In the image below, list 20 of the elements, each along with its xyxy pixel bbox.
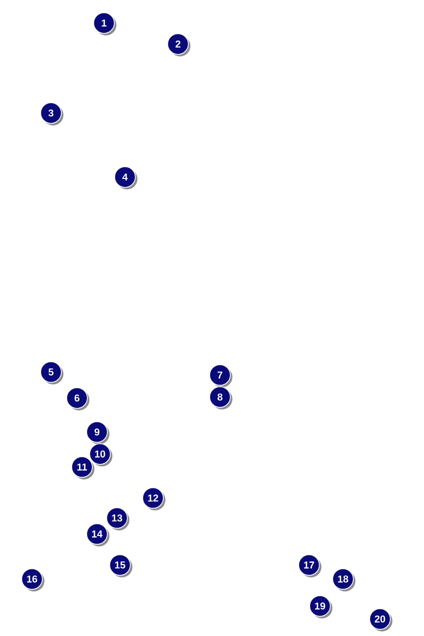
callout-number: 17 bbox=[298, 554, 322, 578]
callout-number: 5 bbox=[40, 361, 64, 384]
callout-number: 12 bbox=[142, 487, 166, 510]
callout-number: 1 bbox=[93, 12, 116, 36]
callout-number: 15 bbox=[109, 554, 132, 578]
callout-number: 14 bbox=[86, 523, 110, 546]
callout-number: 19 bbox=[309, 595, 332, 618]
callout-number: 16 bbox=[21, 568, 44, 592]
callout-number: 3 bbox=[40, 102, 64, 126]
callout-number: 4 bbox=[114, 166, 138, 190]
callout-number: 9 bbox=[86, 421, 110, 444]
callout-number: 2 bbox=[167, 33, 190, 56]
callout-number: 7 bbox=[209, 364, 232, 388]
callout-number: 20 bbox=[369, 608, 392, 632]
callout-number: 6 bbox=[66, 387, 90, 410]
callout-number: 10 bbox=[89, 443, 112, 466]
callout-number: 8 bbox=[209, 386, 232, 410]
callout-number: 11 bbox=[71, 456, 94, 480]
callout-number: 18 bbox=[332, 568, 356, 592]
callout-number: 13 bbox=[106, 507, 130, 530]
